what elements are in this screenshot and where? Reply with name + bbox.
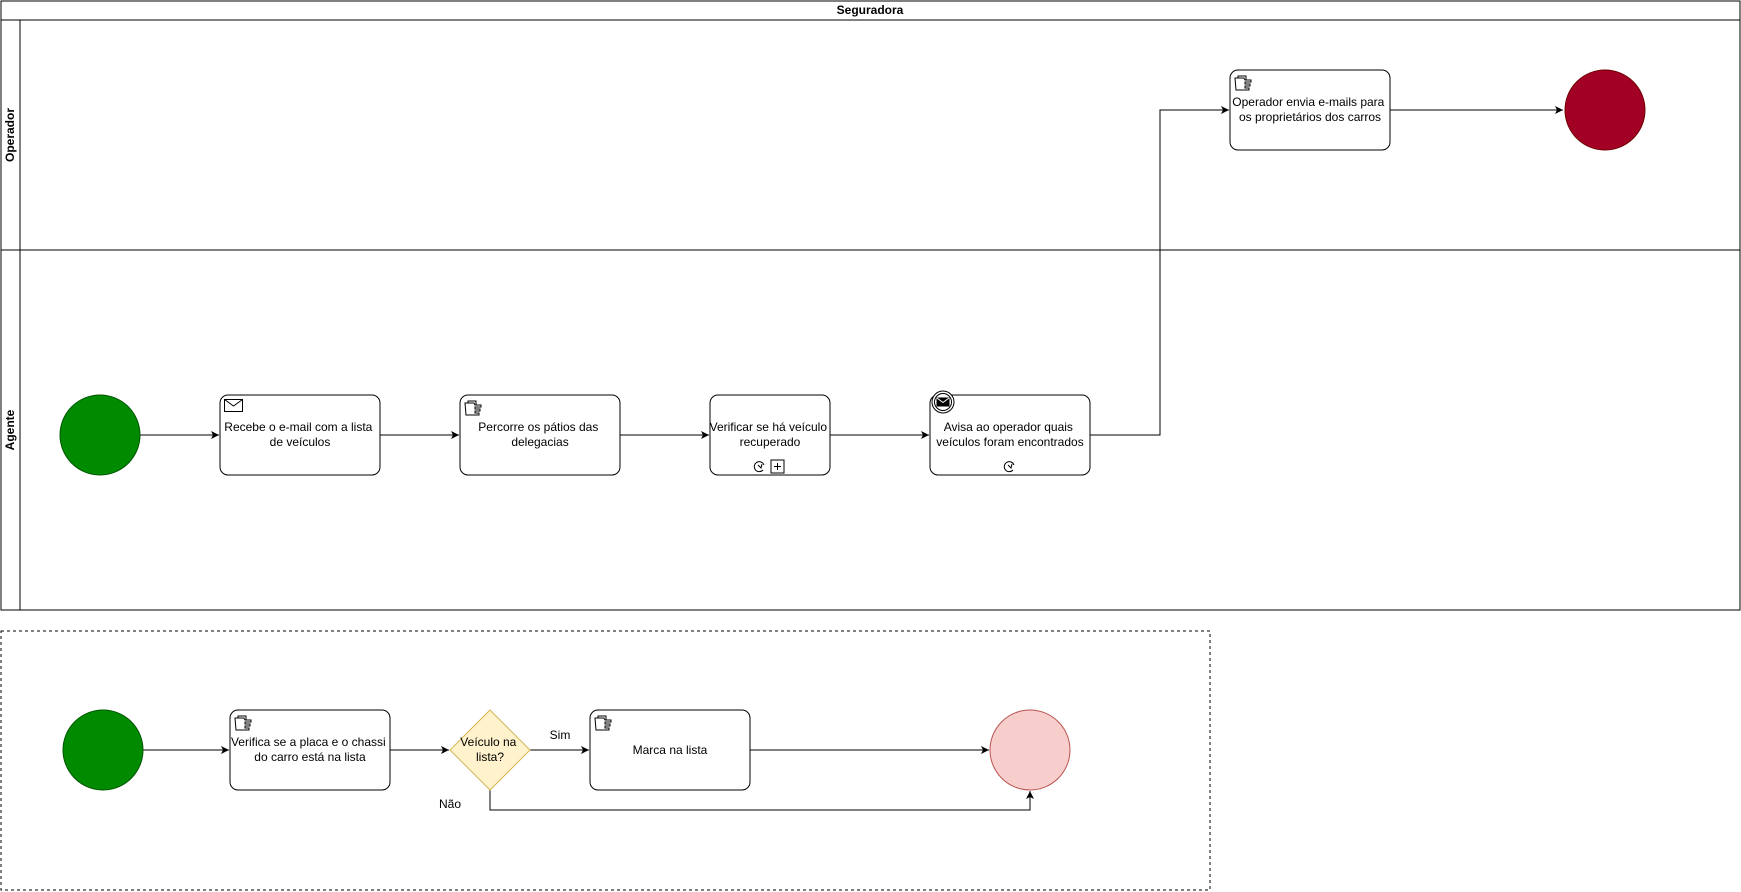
svg-text:Verificar se há veículo: Verificar se há veículo recuperado [710, 420, 831, 449]
sub-end-event-circle [989, 709, 1071, 791]
task-label-line: Verifica se a placa e o chassi [231, 735, 386, 749]
task-send-emails[interactable]: Operador envia e-mails para os proprietá… [1229, 69, 1391, 151]
task-receive-email[interactable]: Recebe o e-mail com a lista de veículos [219, 394, 381, 476]
task-label-line: veículos foram encontrados [936, 435, 1083, 449]
task-verify-plate[interactable]: Verifica se a placa e o chassi do carro … [229, 709, 391, 791]
task-label-line: Marca na lista [633, 743, 708, 757]
task-label-line: os proprietários dos carros [1239, 110, 1381, 124]
svg-text:Verifica se a placa e o chassi: Verifica se a placa e o chassi do carro … [231, 735, 389, 764]
flows-subprocess [143, 746, 1034, 811]
svg-text:Avisa ao operador quais: Avisa ao operador quais veículos foram e… [936, 420, 1083, 449]
sub-start-event[interactable] [62, 709, 144, 791]
manual-task-icon [594, 715, 612, 731]
task-label-line: Percorre os pátios das [478, 420, 598, 434]
end-event-circle [1564, 69, 1646, 151]
task-label-line: Recebe o e-mail com a lista [224, 420, 372, 434]
flow-gateway-no-to-end [489, 790, 1034, 811]
task-mark-in-list[interactable]: Marca na lista [589, 709, 751, 791]
gateway-label-line: lista? [476, 750, 504, 764]
flow-notify-to-send [1090, 106, 1229, 436]
task-label-line: recuperado [740, 435, 801, 449]
label-yes: Sim [550, 728, 571, 742]
pool-title: Seguradora [837, 3, 904, 17]
manual-task-icon [464, 400, 482, 416]
task-notify-operator[interactable]: Avisa ao operador quais veículos foram e… [929, 390, 1091, 476]
loop-icon [1003, 461, 1015, 473]
sub-start-event-circle [62, 709, 144, 791]
lane-title-agente: Agente [3, 409, 17, 450]
send-message-icon [931, 390, 955, 414]
expanded-subprocess[interactable] [0, 630, 1211, 891]
task-label-line: Operador envia e-mails para [1232, 95, 1384, 109]
lane-title-operador: Operador [3, 108, 17, 162]
start-event-circle [59, 394, 141, 476]
sub-end-event[interactable] [989, 709, 1071, 791]
gateway-vehicle-in-list[interactable]: Veículo na lista? [449, 709, 531, 791]
start-event[interactable] [59, 394, 141, 476]
task-label-line: de veículos [270, 435, 331, 449]
task-label-line: do carro está na lista [254, 750, 366, 764]
collapsed-subprocess-icon [770, 459, 785, 474]
task-label-line: Avisa ao operador quais [944, 420, 1073, 434]
label-no: Não [439, 797, 461, 811]
pool-seguradora[interactable]: Seguradora [0, 0, 1741, 611]
svg-text:Operador envia e-mails para: Operador envia e-mails para os proprietá… [1232, 95, 1387, 124]
subprocess-check-vehicle[interactable]: Verificar se há veículo recuperado [709, 394, 831, 476]
loop-icon [753, 461, 765, 473]
svg-text:Percorre os pátios das d: Percorre os pátios das delegacias [478, 420, 601, 449]
lane-agente[interactable]: Agente [0, 249, 1741, 611]
end-event[interactable] [1564, 69, 1646, 151]
svg-text:Veículo na lista?: Veículo na lista? [460, 735, 519, 764]
envelope-icon [224, 399, 243, 412]
manual-task-icon [1234, 75, 1252, 91]
task-visit-yards[interactable]: Percorre os pátios das delegacias [459, 394, 621, 476]
task-label-line: delegacias [511, 435, 568, 449]
flows-main [140, 106, 1563, 439]
manual-task-icon [234, 715, 252, 731]
task-label-line: Verificar se há veículo [710, 420, 828, 434]
svg-text:Recebe o e-mail com a lista: Recebe o e-mail com a lista de veículos [224, 420, 375, 449]
gateway-label-line: Veículo na [460, 735, 516, 749]
